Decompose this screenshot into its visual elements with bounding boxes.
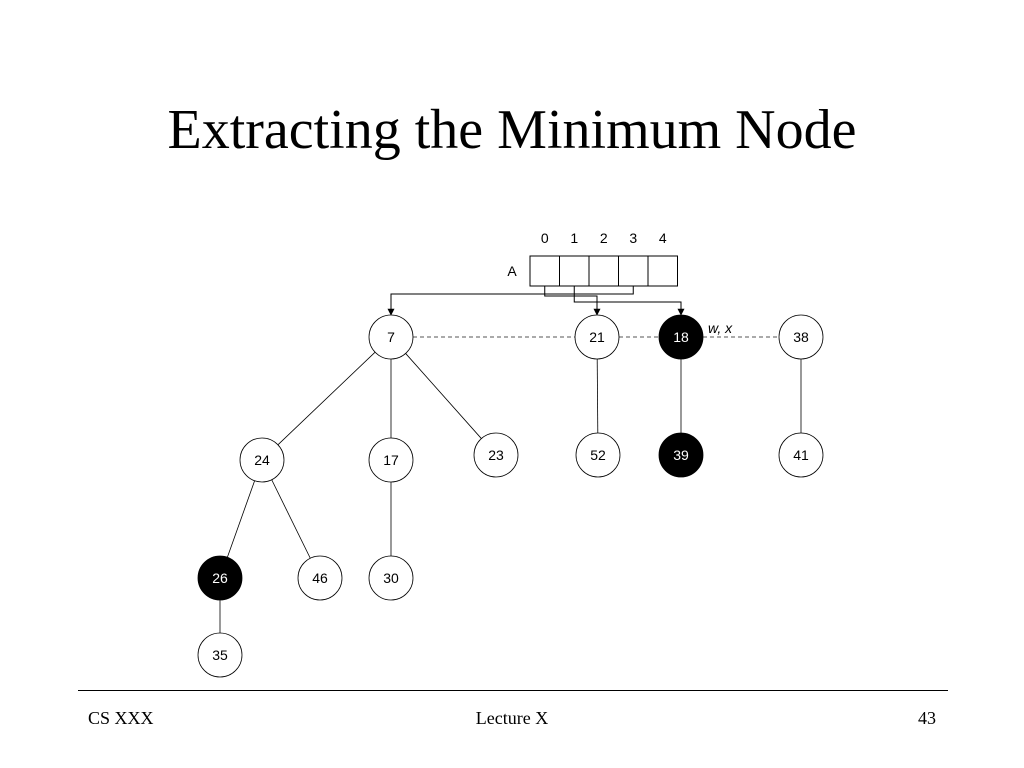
- array-cell: [559, 255, 590, 287]
- node-key-label: 52: [590, 447, 606, 463]
- auxiliary-array: 0 1 2 3 4: [529, 230, 678, 287]
- node-key-label: 21: [589, 329, 605, 345]
- slide-title: Extracting the Minimum Node: [167, 99, 857, 161]
- node-key-label: 24: [254, 452, 270, 468]
- pointer-annotation: w, x: [708, 320, 733, 336]
- node-key-label: 18: [673, 329, 689, 345]
- array-cell: [588, 255, 619, 287]
- heap-node: 41: [778, 432, 824, 478]
- tree-edge: [277, 351, 376, 446]
- tree-edges: [219, 351, 802, 633]
- heap-node: 23: [473, 432, 519, 478]
- node-circle: [778, 314, 824, 360]
- node-key-label: 23: [488, 447, 504, 463]
- array-index-label: 4: [659, 230, 667, 246]
- heap-node: 35: [197, 632, 243, 678]
- array-index-label: 3: [629, 230, 637, 246]
- footer-page-number: 43: [918, 708, 936, 728]
- heap-node: 38: [778, 314, 824, 360]
- heap-node: 17: [368, 437, 414, 483]
- node-circle: [778, 432, 824, 478]
- marked-node-circle: [197, 555, 243, 601]
- footer-course: CS XXX: [88, 708, 154, 728]
- footer-lecture: Lecture X: [475, 708, 549, 728]
- node-key-label: 7: [387, 329, 395, 345]
- footer-divider: [78, 690, 948, 691]
- node-key-label: 26: [212, 570, 228, 586]
- array-cell: [647, 255, 678, 287]
- marked-node-circle: [658, 314, 704, 360]
- array-cell: [618, 255, 649, 287]
- node-circle: [197, 632, 243, 678]
- heap-nodes: 7 21 18 38 24 17 23 52 39 41 26 46 30 35: [197, 314, 824, 678]
- heap-node: 26: [197, 555, 243, 601]
- array-cell: [529, 255, 560, 287]
- node-key-label: 39: [673, 447, 689, 463]
- tree-edge: [227, 480, 255, 558]
- marked-node-circle: [658, 432, 704, 478]
- node-circle: [239, 437, 285, 483]
- node-circle: [574, 314, 620, 360]
- node-key-label: 46: [312, 570, 328, 586]
- heap-node: 21: [574, 314, 620, 360]
- tree-edge: [596, 358, 599, 434]
- node-circle: [368, 437, 414, 483]
- node-circle: [368, 314, 414, 360]
- heap-node: 18: [658, 314, 704, 360]
- tree-edge: [271, 479, 311, 559]
- node-circle: [575, 432, 621, 478]
- heap-node: 46: [297, 555, 343, 601]
- array-index-label: 0: [541, 230, 549, 246]
- node-circle: [297, 555, 343, 601]
- node-key-label: 35: [212, 647, 228, 663]
- node-circle: [473, 432, 519, 478]
- heap-node: 39: [658, 432, 704, 478]
- array-label: A: [507, 263, 517, 279]
- heap-node: 52: [575, 432, 621, 478]
- heap-node: 7: [368, 314, 414, 360]
- array-index-label: 1: [570, 230, 578, 246]
- heap-node: 24: [239, 437, 285, 483]
- array-index-label: 2: [600, 230, 608, 246]
- node-key-label: 38: [793, 329, 809, 345]
- heap-node: 30: [368, 555, 414, 601]
- node-circle: [368, 555, 414, 601]
- node-key-label: 30: [383, 570, 399, 586]
- tree-edge: [405, 353, 482, 439]
- node-key-label: 17: [383, 452, 399, 468]
- node-key-label: 41: [793, 447, 809, 463]
